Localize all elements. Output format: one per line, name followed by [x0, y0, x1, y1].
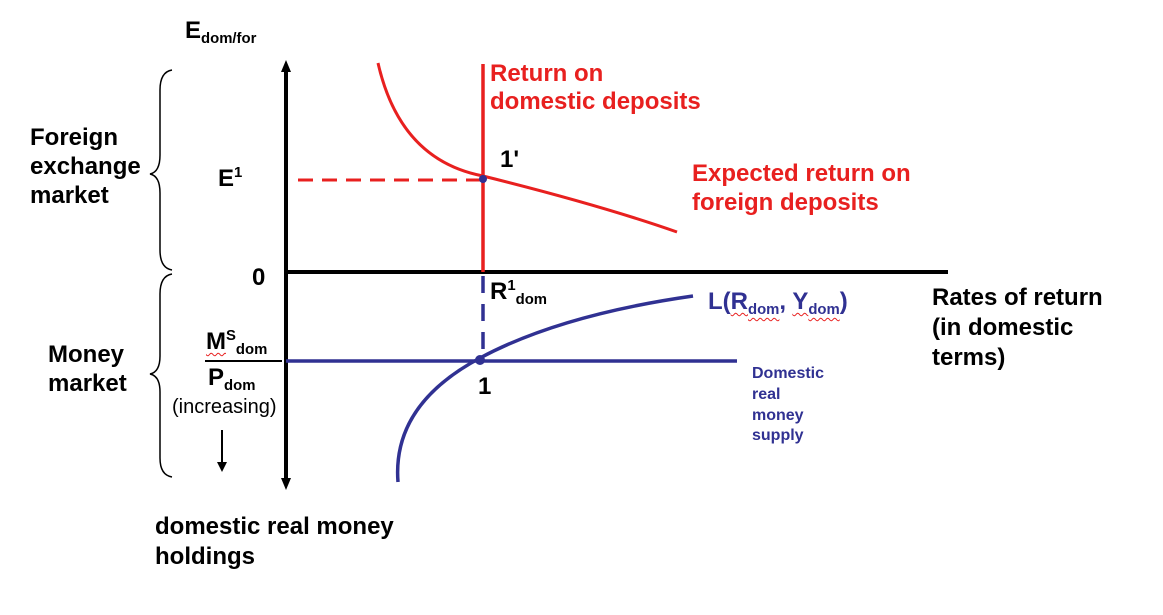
demand-y-sub: dom — [808, 302, 840, 319]
money-market-brace — [149, 273, 173, 478]
origin-label: 0 — [252, 264, 266, 291]
demand-r-sub: dom — [748, 302, 780, 319]
fx-label-line-2: exchange — [30, 152, 141, 180]
demand-open: L( — [708, 288, 731, 315]
r1-dom-label: R1dom — [490, 278, 547, 309]
holdings-line-2: holdings — [155, 543, 255, 570]
e1-sup: 1 — [234, 165, 243, 182]
demand-y-main: Y — [792, 288, 809, 315]
equilibrium-point-1-prime — [479, 175, 487, 183]
x-axis-line-3: terms) — [932, 344, 1006, 371]
supply-line-3: money — [752, 406, 804, 424]
r1-sup: 1 — [507, 278, 516, 295]
x-axis-line-2: (in domestic — [932, 314, 1074, 341]
p-main: P — [208, 364, 225, 391]
e1-main: E — [218, 165, 235, 192]
foreign-exchange-market-label: Foreign exchange market — [30, 124, 141, 210]
fx-label-line-1: Foreign — [30, 124, 118, 151]
money-demand-curve — [395, 294, 694, 483]
return-domestic-line-2: domestic deposits — [490, 88, 701, 116]
p-sub: dom — [224, 378, 256, 395]
ms-sub: dom — [235, 342, 268, 359]
y-axis-label-sub: dom/for — [201, 31, 257, 48]
r1-main: R — [490, 278, 508, 305]
foreign-exchange-brace — [149, 69, 173, 271]
supply-line-4: supply — [752, 427, 804, 445]
ms-dom-label: MSdom — [206, 328, 267, 359]
supply-line-1: Domestic — [752, 365, 825, 382]
ms-sup: S — [226, 328, 236, 345]
r1-sub: dom — [515, 292, 548, 309]
expected-return-line-2: foreign deposits — [692, 188, 879, 216]
p-dom-label: Pdom — [208, 364, 255, 395]
expected-return-foreign-label: Expected return on foreign deposits — [692, 160, 911, 218]
domestic-real-money-holdings-label: domestic real money holdings — [155, 512, 394, 572]
e1-label: E1 — [218, 165, 242, 193]
fx-label-line-3: market — [30, 181, 109, 209]
money-market-line-2: market — [48, 370, 127, 398]
point-1-label: 1 — [478, 373, 492, 400]
equilibrium-point-1 — [475, 355, 485, 365]
money-market-label: Money market — [48, 340, 127, 399]
holdings-line-1: domestic real money — [155, 513, 394, 540]
increasing-label: (increasing) — [172, 396, 277, 418]
x-axis-label: Rates of return (in domestic terms) — [932, 283, 1103, 373]
point-1-prime-label: 1' — [500, 146, 520, 173]
demand-comma: , — [779, 288, 793, 315]
real-money-supply-label: Domestic real money supply — [752, 364, 824, 447]
demand-r-main: R — [730, 288, 748, 315]
x-axis-line-1: Rates of return — [932, 284, 1103, 311]
y-axis-label-main: E — [185, 17, 202, 44]
demand-close: ) — [839, 288, 848, 315]
vertical-axis-bottom-arrow — [281, 478, 291, 490]
vertical-axis-top-arrow — [281, 60, 291, 72]
return-domestic-deposits-label: Return on domestic deposits — [490, 60, 701, 117]
supply-line-2: real — [752, 385, 781, 403]
y-axis-label: Edom/for — [185, 17, 256, 48]
money-market-line-1: Money — [48, 341, 125, 368]
expected-return-line-1: Expected return on — [692, 160, 911, 187]
return-domestic-line-1: Return on — [490, 60, 604, 87]
money-demand-label: L(Rdom, Ydom) — [708, 288, 848, 319]
ms-main: M — [206, 328, 226, 355]
increasing-down-arrow-head — [217, 462, 227, 472]
